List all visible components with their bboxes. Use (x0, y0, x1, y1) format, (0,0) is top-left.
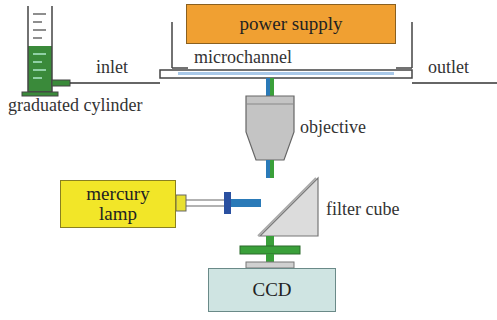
box-label: power supply (240, 14, 343, 34)
objective-ring (246, 104, 294, 105)
channel (178, 72, 394, 75)
equipment-box: mercury lamp (60, 180, 176, 228)
emission-beam (270, 160, 274, 178)
outlet-tube (412, 82, 497, 84)
emission-filter (240, 246, 300, 254)
box-label: CCD (252, 280, 291, 300)
microchannel-chip (160, 70, 412, 78)
light-beam (266, 78, 270, 96)
cylinder-wall (28, 6, 52, 92)
dichroic-mirror (258, 178, 316, 236)
equipment-box: power supply (186, 4, 396, 44)
cylinder-graduations (33, 14, 46, 78)
part-label: microchannel (194, 48, 292, 67)
box-label: mercury lamp (78, 184, 158, 224)
part-label: filter cube (326, 200, 399, 219)
light-beam (266, 160, 270, 178)
part-label: objective (300, 118, 366, 137)
emission-beam (266, 236, 274, 246)
objective-lens (246, 96, 294, 160)
filter-cube (260, 178, 318, 236)
part-label: outlet (428, 58, 469, 77)
inlet-spout (52, 80, 70, 86)
excitation-filter (224, 192, 231, 214)
part-label: graduated cylinder (8, 96, 142, 115)
inlet-tube (70, 82, 160, 84)
light-beam (231, 199, 261, 207)
equipment-box: CCD (208, 268, 336, 312)
emission-beam (270, 78, 274, 96)
lamp-nozzle (176, 195, 186, 211)
cylinder-liquid (28, 46, 52, 92)
part-label: inlet (96, 58, 128, 77)
